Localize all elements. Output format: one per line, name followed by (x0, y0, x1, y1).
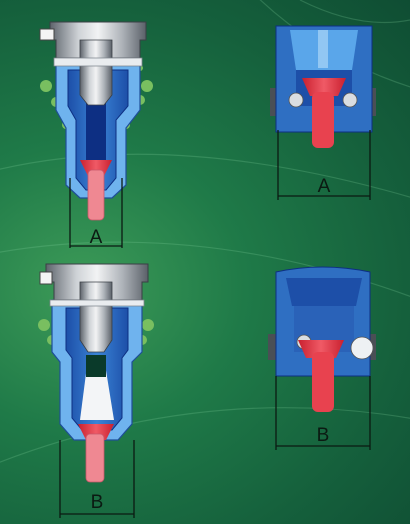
detail-section-a-right (270, 25, 376, 148)
dimension-a-right (277, 130, 371, 200)
detail-section-b-right (268, 266, 376, 412)
coupling-section-b-left (38, 263, 154, 483)
label-a-right: A (318, 176, 331, 197)
coupling-section-a-left (39, 21, 153, 221)
dimension-b-left (59, 440, 135, 518)
dimension-a-left (69, 178, 123, 248)
dimension-b-right (275, 376, 371, 450)
label-b-right: B (317, 425, 330, 446)
label-b-left: B (91, 492, 104, 513)
label-a-left: A (90, 227, 103, 248)
